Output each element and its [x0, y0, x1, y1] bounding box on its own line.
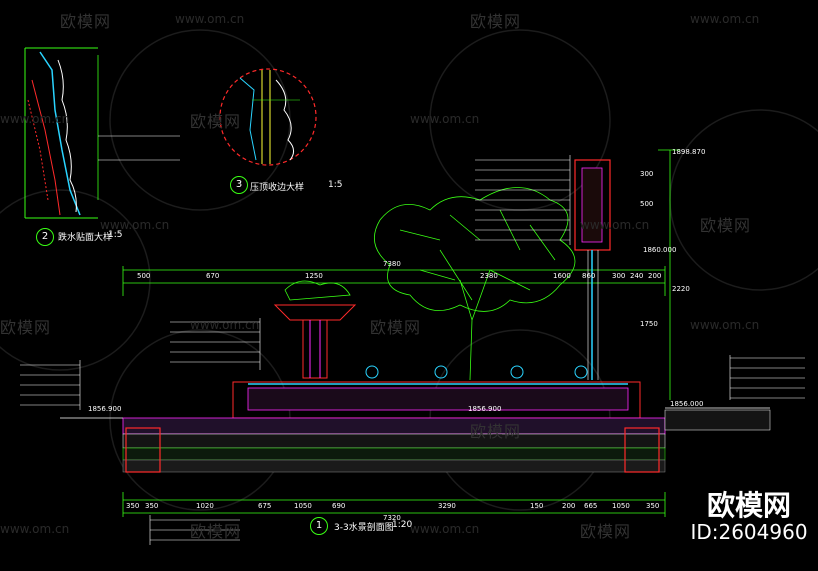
vertical-dimension: 1750 [640, 320, 658, 328]
watermark-brand: 欧模网 [190, 522, 242, 541]
detail-2-title: 跌水贴面大样 [58, 233, 113, 243]
detail-3-drawing [219, 68, 317, 166]
pool-basin [232, 365, 641, 419]
vertical-dimension: 500 [640, 200, 654, 208]
dimension-total: 7320 [383, 514, 401, 522]
dimension-total: 7380 [383, 260, 401, 268]
detail-number-badge: 3 [230, 176, 248, 194]
watermark-url: www.om.cn [100, 218, 170, 232]
dimension-label: 675 [258, 502, 272, 510]
upper-right-annotations [475, 155, 571, 245]
brand-watermark-box: 欧模网 ID:2604960 [684, 484, 814, 550]
elevation-label: 1856.900 [88, 405, 122, 413]
watermark-brand: 欧模网 [700, 216, 752, 235]
watermark-url: www.om.cn [410, 112, 480, 126]
watermark-url: www.om.cn [175, 12, 245, 26]
watermark-brand: 欧模网 [470, 12, 522, 31]
watermark-url: www.om.cn [580, 218, 650, 232]
watermark-url: www.om.cn [0, 112, 70, 126]
dimension-label: 350 [145, 502, 159, 510]
dimension-label: 3290 [438, 502, 456, 510]
elevation-label: 1856.000 [670, 400, 704, 408]
right-wall-section [574, 159, 611, 380]
watermark-brand: 欧模网 [580, 522, 632, 541]
dimension-label: 150 [530, 502, 544, 510]
ground-lines [60, 407, 771, 431]
detail-3-title: 压顶收边大样 [250, 183, 305, 193]
main-dimension-lines [122, 149, 680, 517]
section-number-badge: 1 [310, 517, 328, 535]
center-annotations [170, 318, 261, 370]
detail-2-drawing [24, 47, 180, 219]
section-scale: 1:20 [392, 520, 413, 530]
detail-3-scale: 1:5 [328, 180, 343, 190]
elevation-label: 1856.900 [468, 405, 502, 413]
watermark-url: www.om.cn [690, 318, 760, 332]
foundation-layers [122, 417, 666, 473]
bottom-annotations [149, 515, 240, 545]
dimension-label: 690 [332, 502, 346, 510]
vertical-dimension: 300 [640, 170, 654, 178]
dimension-label: 665 [584, 502, 598, 510]
dimension-label: 350 [126, 502, 140, 510]
watermark-brand: 欧模网 [190, 112, 242, 131]
dimension-label: 1250 [305, 272, 323, 280]
watermark-url: www.om.cn [0, 522, 70, 536]
dimension-label: 670 [206, 272, 220, 280]
planter-structure [273, 280, 357, 379]
dimension-label: 1050 [612, 502, 630, 510]
section-title: 3-3水景剖面图 [334, 523, 394, 533]
elevation-label: 1898.870 [672, 148, 706, 156]
elevation-label: 1860.000 [643, 246, 677, 254]
watermark-url: www.om.cn [190, 318, 260, 332]
detail-number-badge: 2 [36, 228, 54, 246]
dimension-label: 350 [646, 502, 660, 510]
dimension-label: 200 [648, 272, 662, 280]
tree-drawing [373, 187, 576, 381]
dimension-label: 500 [137, 272, 151, 280]
left-annotations [20, 360, 81, 410]
dimension-label: 240 [630, 272, 644, 280]
dimension-label: 200 [562, 502, 576, 510]
dimension-label: 2380 [480, 272, 498, 280]
right-annotations [729, 355, 805, 400]
dimension-label: 860 [582, 272, 596, 280]
watermark-brand: 欧模网 [470, 422, 522, 441]
brand-name: 欧模网 [706, 489, 791, 522]
vertical-dimension: 2220 [672, 285, 690, 293]
brand-id: ID:2604960 [690, 520, 808, 544]
watermark-brand: 欧模网 [370, 318, 422, 337]
dimension-label: 300 [612, 272, 626, 280]
detail-2-scale: 1:5 [108, 230, 123, 240]
dimension-label: 1050 [294, 502, 312, 510]
watermark-url: www.om.cn [690, 12, 760, 26]
watermark-brand: 欧模网 [0, 318, 52, 337]
dimension-label: 1020 [196, 502, 214, 510]
watermark-brand: 欧模网 [60, 12, 112, 31]
watermark-url: www.om.cn [410, 522, 480, 536]
dimension-label: 1600 [553, 272, 571, 280]
